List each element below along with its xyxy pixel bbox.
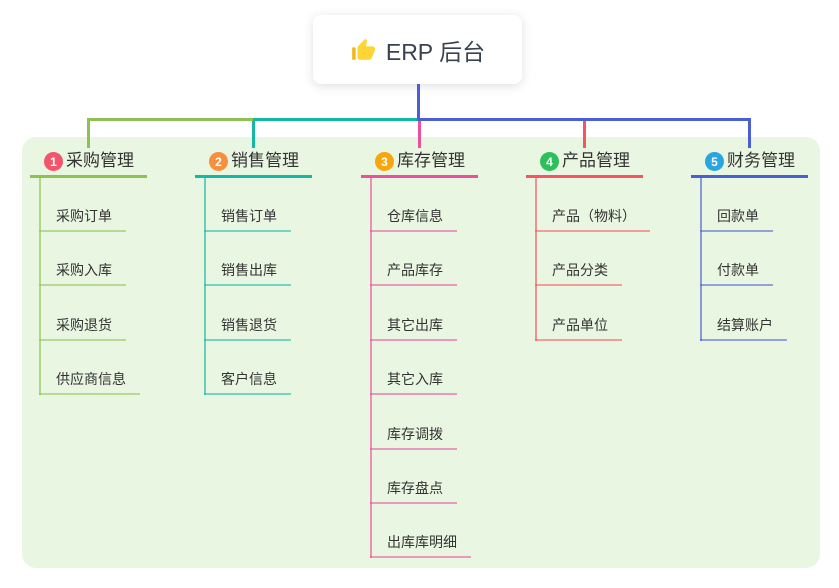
child-underline xyxy=(370,393,457,395)
branch-spine xyxy=(39,178,41,395)
child-node[interactable]: 采购退货 xyxy=(56,317,112,333)
thumbs-up-icon xyxy=(350,37,376,63)
child-node[interactable]: 付款单 xyxy=(717,262,759,278)
branch-number-badge: 5 xyxy=(705,152,724,171)
branch-title[interactable]: 财务管理 xyxy=(727,151,795,170)
child-node[interactable]: 采购入库 xyxy=(56,262,112,278)
child-node[interactable]: 产品库存 xyxy=(387,262,443,278)
child-underline xyxy=(535,230,650,232)
root-connector-line xyxy=(417,84,420,121)
branch-title[interactable]: 采购管理 xyxy=(66,151,134,170)
branch-title[interactable]: 销售管理 xyxy=(231,151,299,170)
child-underline xyxy=(204,230,291,232)
connector-drop-line xyxy=(418,121,421,148)
child-node[interactable]: 产品（物料） xyxy=(552,208,636,224)
child-underline xyxy=(39,339,126,341)
branch-underline xyxy=(361,175,478,178)
branch-number-badge: 4 xyxy=(540,152,559,171)
child-underline xyxy=(370,556,471,558)
branch-number-badge: 2 xyxy=(209,152,228,171)
child-node[interactable]: 库存盘点 xyxy=(387,480,443,496)
connector-drop-line xyxy=(748,118,751,148)
child-node[interactable]: 销售订单 xyxy=(221,208,277,224)
branch-underline xyxy=(195,175,312,178)
child-underline xyxy=(204,393,291,395)
child-underline xyxy=(39,230,126,232)
branch-title[interactable]: 产品管理 xyxy=(562,151,630,170)
child-underline xyxy=(39,284,126,286)
child-underline xyxy=(370,230,457,232)
child-node[interactable]: 回款单 xyxy=(717,208,759,224)
child-underline xyxy=(370,502,457,504)
connector-drop-line xyxy=(87,118,90,148)
branch-title[interactable]: 库存管理 xyxy=(397,151,465,170)
child-node[interactable]: 其它入库 xyxy=(387,371,443,387)
branch-spine xyxy=(204,178,206,395)
child-node[interactable]: 仓库信息 xyxy=(387,208,443,224)
branch-underline xyxy=(30,175,147,178)
child-node[interactable]: 销售退货 xyxy=(221,317,277,333)
child-underline xyxy=(700,339,787,341)
child-underline xyxy=(535,284,622,286)
child-node[interactable]: 库存调拨 xyxy=(387,426,443,442)
child-underline xyxy=(370,339,457,341)
child-node[interactable]: 结算账户 xyxy=(717,317,773,333)
child-node[interactable]: 客户信息 xyxy=(221,371,277,387)
connector-h-line xyxy=(253,118,419,121)
branch-number-badge: 1 xyxy=(44,152,63,171)
child-node[interactable]: 供应商信息 xyxy=(56,371,126,387)
root-title: ERP 后台 xyxy=(385,38,486,65)
branch-spine xyxy=(370,178,372,558)
connector-h-line xyxy=(419,118,751,121)
child-underline xyxy=(700,230,773,232)
child-underline xyxy=(370,448,457,450)
connector-drop-line xyxy=(583,118,586,148)
connector-drop-line xyxy=(252,118,255,148)
branch-number-badge: 3 xyxy=(375,152,394,171)
child-node[interactable]: 出库库明细 xyxy=(387,534,457,550)
branch-spine xyxy=(535,178,537,341)
branch-spine xyxy=(700,178,702,341)
child-node[interactable]: 产品单位 xyxy=(552,317,608,333)
child-underline xyxy=(370,284,457,286)
root-node[interactable]: ERP 后台 xyxy=(313,15,522,84)
child-underline xyxy=(535,339,622,341)
child-node[interactable]: 采购订单 xyxy=(56,208,112,224)
child-underline xyxy=(700,284,773,286)
child-underline xyxy=(204,284,291,286)
child-underline xyxy=(39,393,140,395)
branch-underline xyxy=(526,175,643,178)
child-node[interactable]: 其它出库 xyxy=(387,317,443,333)
connector-h-line xyxy=(88,118,253,121)
child-underline xyxy=(204,339,291,341)
branch-underline xyxy=(691,175,808,178)
branches-panel xyxy=(22,137,820,568)
child-node[interactable]: 销售出库 xyxy=(221,262,277,278)
child-node[interactable]: 产品分类 xyxy=(552,262,608,278)
